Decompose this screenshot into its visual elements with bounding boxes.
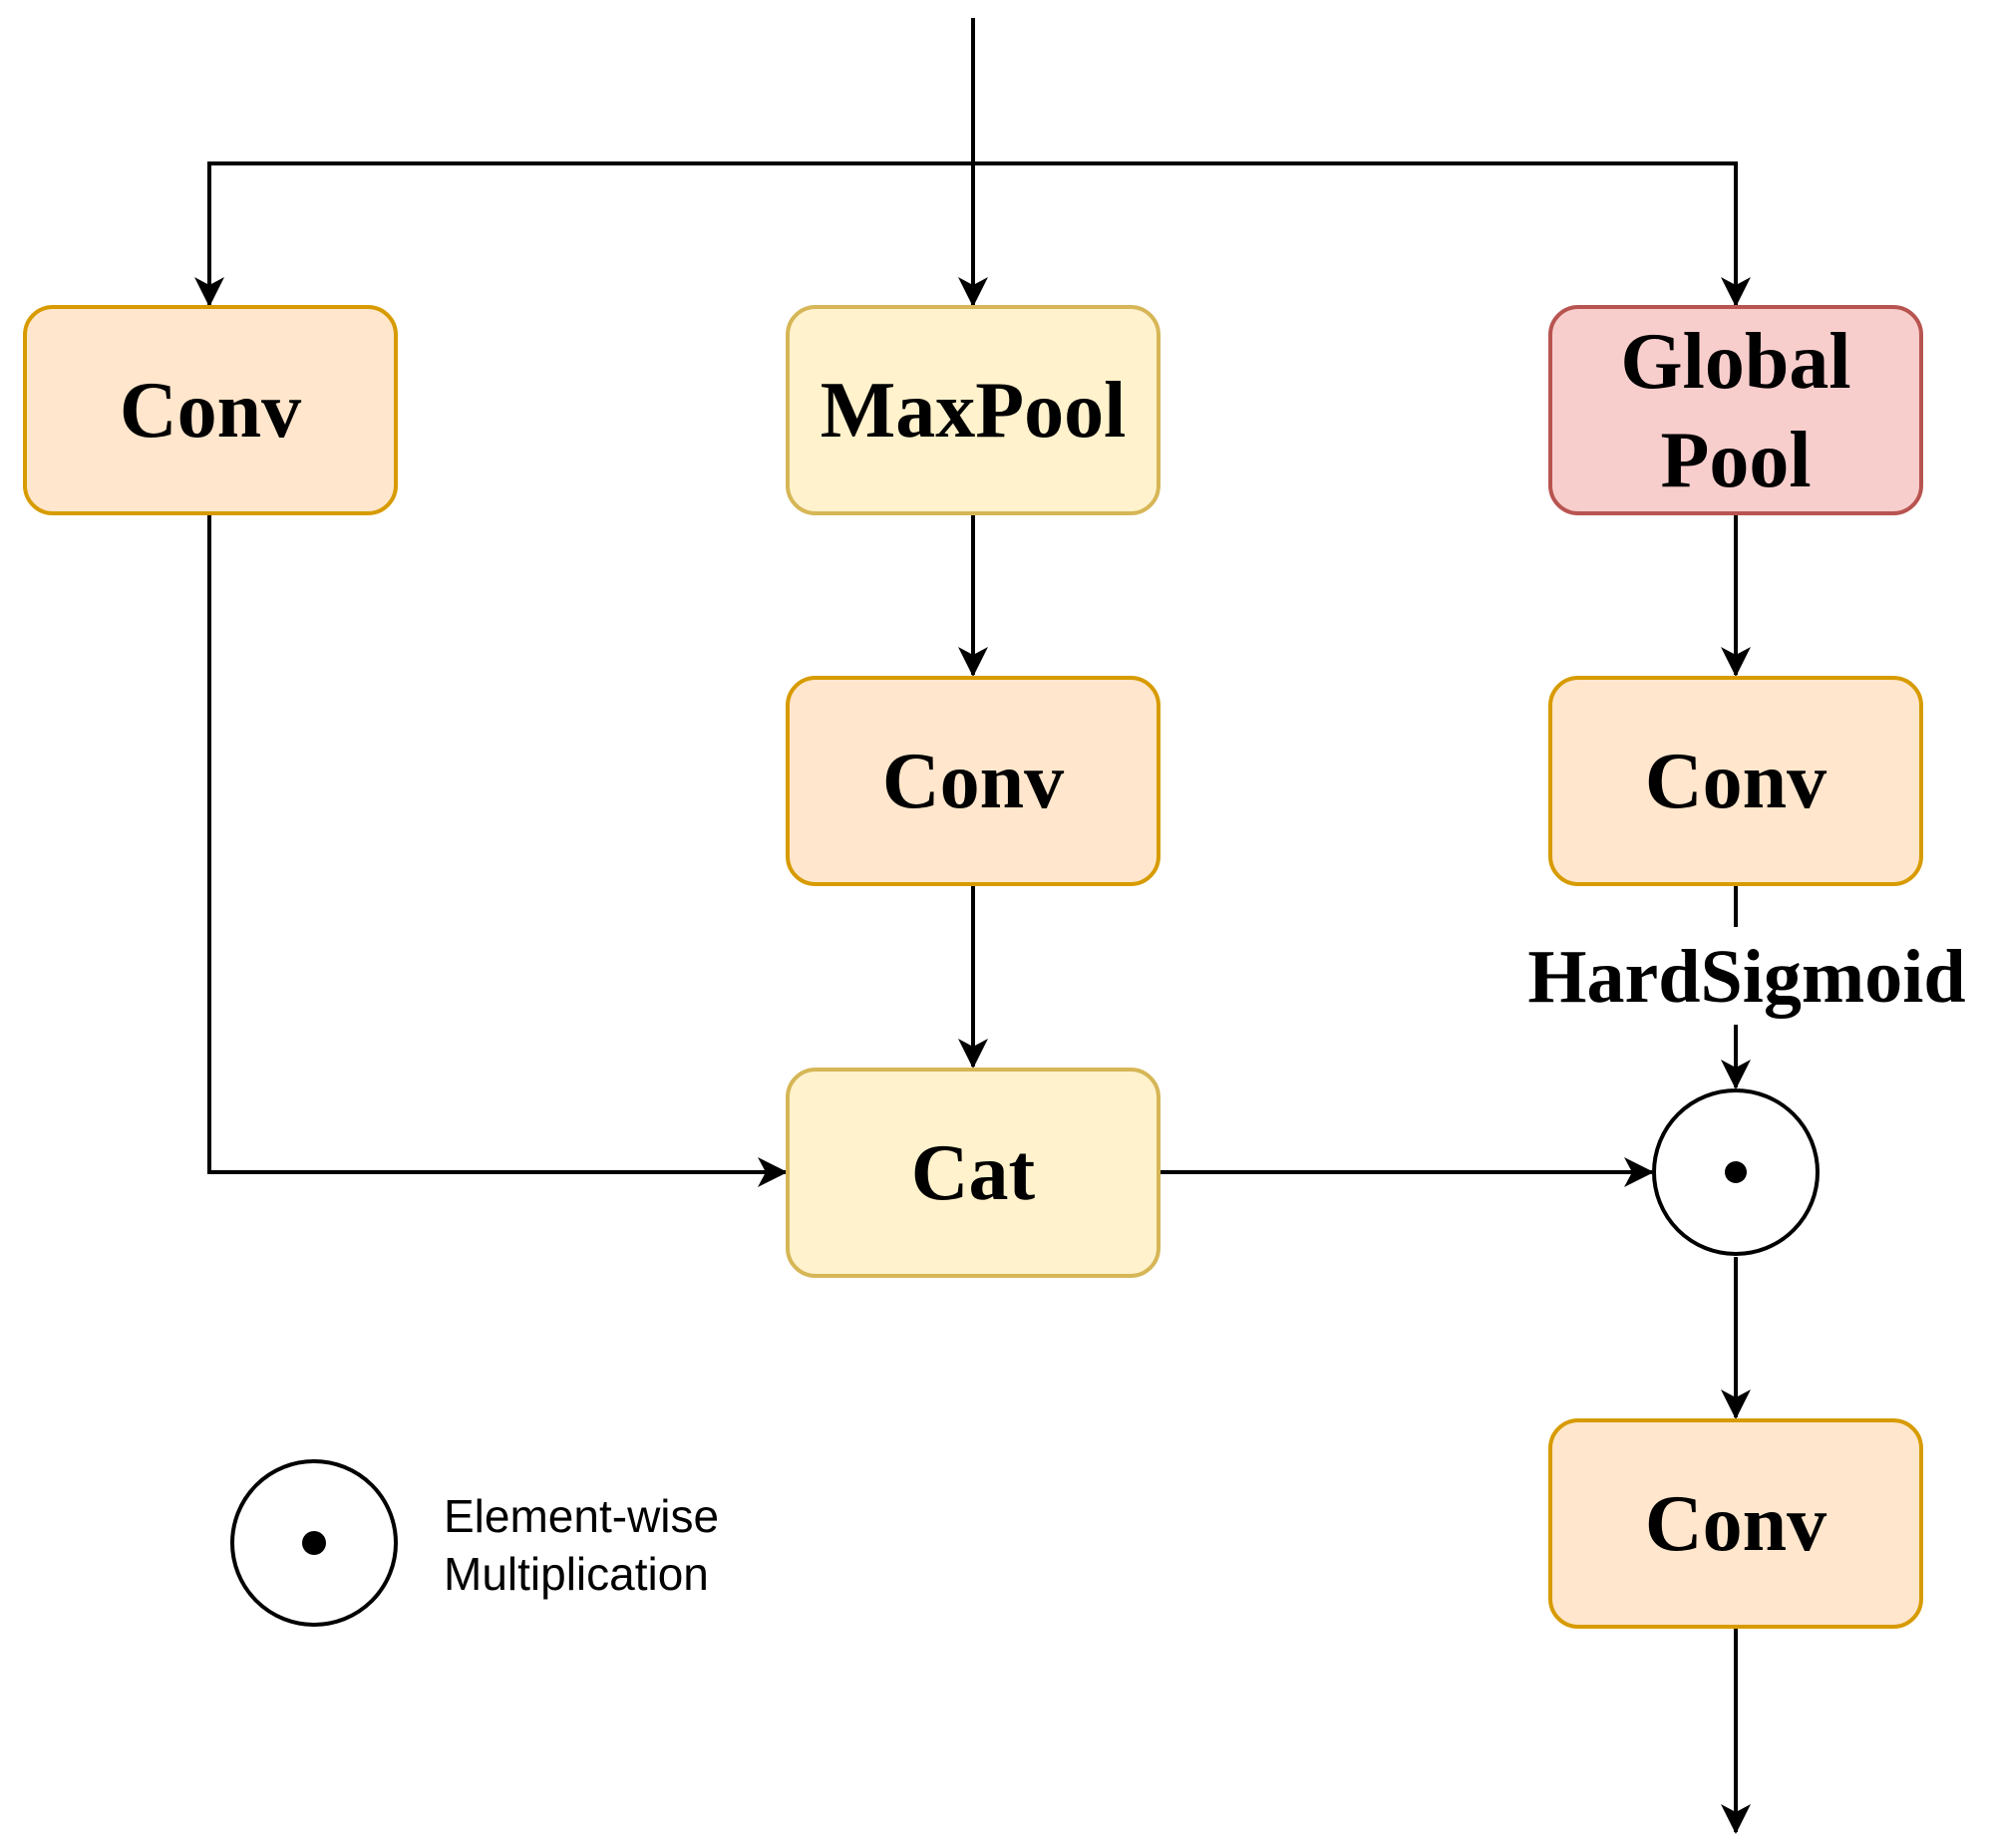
conv-out-node: Conv	[1548, 1418, 1923, 1629]
conv-mid-label: Conv	[882, 738, 1064, 825]
multiply-dot	[1725, 1161, 1747, 1183]
cat-label: Cat	[911, 1129, 1036, 1217]
conv-right-node: Conv	[1548, 676, 1923, 886]
conv-left-box	[23, 305, 398, 515]
edge-conv-left-to-cat	[207, 514, 788, 1187]
conv-out-box	[1548, 1418, 1923, 1629]
cat-node: Cat	[786, 1068, 1161, 1278]
legend-label-line2: Multiplication	[444, 1548, 709, 1600]
legend: Element-wise Multiplication	[230, 1459, 719, 1627]
conv-right-label: Conv	[1645, 738, 1826, 825]
conv-mid-box	[786, 676, 1161, 886]
element-wise-multiply-icon	[1652, 1088, 1820, 1256]
global-pool-box	[1548, 305, 1923, 515]
edges	[194, 18, 1751, 1834]
conv-mid-node: Conv	[786, 676, 1161, 886]
conv-right-box	[1548, 676, 1923, 886]
maxpool-node: MaxPool	[786, 305, 1161, 515]
legend-multiply-icon	[230, 1459, 398, 1627]
hardsigmoid-label: HardSigmoid	[1527, 935, 1965, 1019]
conv-left-node: Conv	[23, 305, 398, 515]
maxpool-label: MaxPool	[821, 367, 1127, 455]
legend-dot	[302, 1531, 326, 1555]
cat-box	[786, 1068, 1161, 1278]
global-pool-label-line2: Pool	[1660, 417, 1811, 504]
conv-left-label: Conv	[120, 367, 301, 455]
conv-out-label: Conv	[1645, 1480, 1826, 1568]
maxpool-box	[786, 305, 1161, 515]
global-pool-label-line1: Global	[1620, 318, 1850, 406]
legend-label-line1: Element-wise	[444, 1490, 719, 1542]
global-pool-node: Global Pool	[1548, 305, 1923, 515]
